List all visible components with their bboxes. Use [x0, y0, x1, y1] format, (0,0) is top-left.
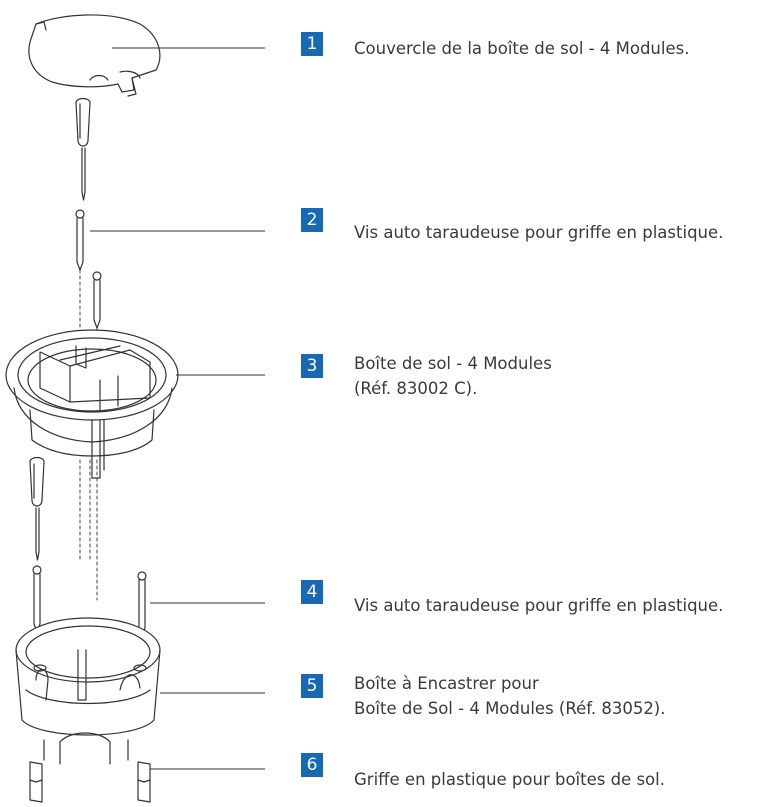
floor-box-cover	[28, 14, 161, 97]
callout-badge-6: 6	[301, 753, 323, 777]
screw-2	[75, 209, 85, 271]
screwdriver-top	[75, 97, 91, 201]
plastic-claw-right	[137, 761, 151, 803]
callout-label-4-line: Vis auto taraudeuse pour griffe en plast…	[354, 596, 724, 615]
callout-badge-5: 5	[301, 674, 323, 698]
callout-badge-3: 3	[301, 354, 323, 378]
callout-badge-2: 2	[301, 208, 323, 232]
screw-2b	[92, 271, 102, 329]
callout-label-5: Boîte à Encastrer pour Boîte de Sol - 4 …	[354, 671, 666, 721]
callout-label-3-line-1: Boîte de sol - 4 Modules	[354, 354, 552, 373]
callout-label-2: Vis auto taraudeuse pour griffe en plast…	[354, 220, 723, 245]
callout-label-3: Boîte de sol - 4 Modules (Réf. 83002 C).	[354, 351, 552, 401]
callout-label-5-line-2: Boîte de Sol - 4 Modules (Réf. 83052).	[354, 699, 666, 718]
recessed-box	[15, 617, 161, 765]
screw-4b	[137, 571, 147, 637]
callout-label-4: Vis auto taraudeuse pour griffe en plast…	[354, 593, 723, 618]
screwdriver-bottom	[29, 456, 45, 561]
callout-label-1-line: Couvercle de la boîte de sol - 4 Modules…	[354, 39, 690, 58]
floor-box	[5, 329, 179, 479]
callout-label-2-line: Vis auto taraudeuse pour griffe en plast…	[354, 223, 724, 242]
callout-label-3-line-2: (Réf. 83002 C).	[354, 379, 478, 398]
plastic-claw-left	[29, 761, 43, 803]
screw-4a	[32, 565, 42, 633]
callout-label-5-line-1: Boîte à Encastrer pour	[354, 674, 539, 693]
callout-badge-1: 1	[301, 32, 323, 56]
callout-badge-4: 4	[301, 580, 323, 604]
callout-label-6-line: Griffe en plastique pour boîtes de sol.	[354, 770, 665, 789]
callout-label-6: Griffe en plastique pour boîtes de sol.	[354, 767, 665, 792]
callout-label-1: Couvercle de la boîte de sol - 4 Modules…	[354, 36, 689, 61]
